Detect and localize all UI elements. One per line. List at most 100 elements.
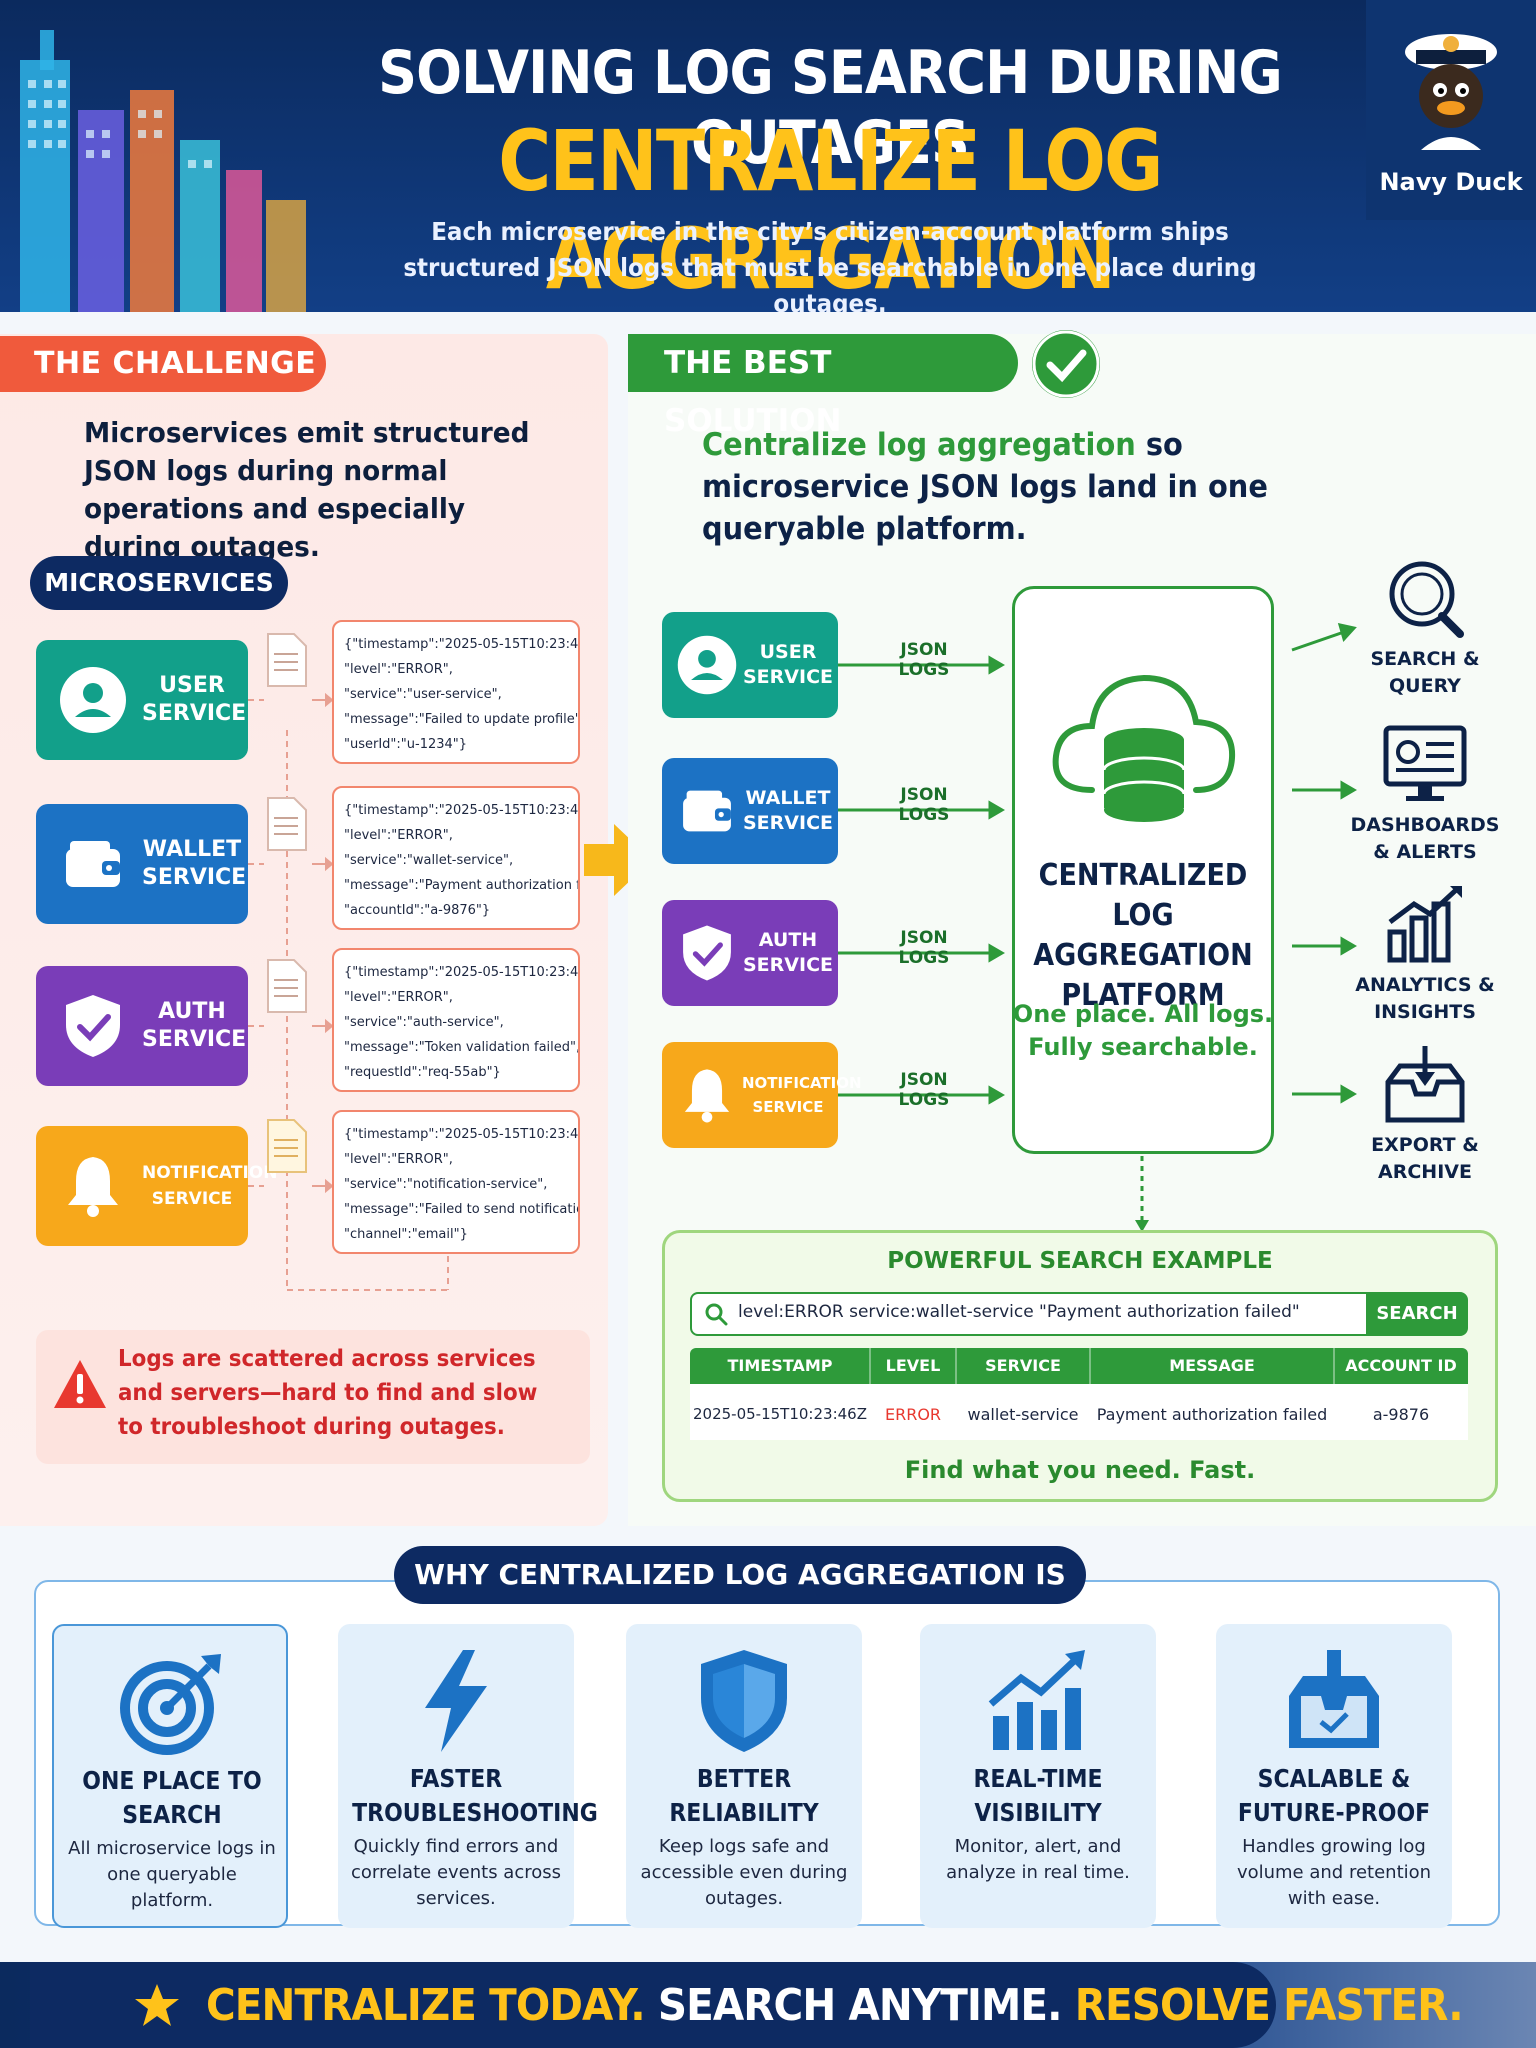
header-subtitle: Each microservice in the city’s citizen-…: [403, 217, 1257, 312]
title-line-1: SOLVING LOG SEARCH DURING OUTAGES: [378, 38, 1283, 178]
wallet-icon: [58, 829, 128, 899]
lightning-icon: [425, 1650, 487, 1752]
benefit-card-faster-troubleshooting: FASTER TROUBLESHOOTING Quickly find erro…: [338, 1624, 598, 1928]
footer-banner: [30, 1962, 1276, 2048]
benefit-card-better-reliability: BETTER RELIABILITY Keep logs safe and ac…: [626, 1624, 862, 1928]
document-icon: [267, 1119, 307, 1173]
search-example-footer: Find what you need. Fast.: [904, 1456, 1256, 1484]
header-banner: SOLVING LOG SEARCH DURING OUTAGES CENTRA…: [0, 0, 1536, 312]
benefit-title: FASTER TROUBLESHOOTING: [352, 1764, 598, 1827]
city-skyline-illustration: [20, 30, 306, 312]
column-header: TIMESTAMP: [727, 1356, 833, 1375]
column-header: SERVICE: [985, 1356, 1061, 1375]
platform-subtitle: One place. All logs. Fully searchable.: [1012, 1000, 1274, 1061]
benefit-title: SCALABLE & FUTURE-PROOF: [1237, 1764, 1431, 1827]
service-label: USER SERVICE: [142, 673, 247, 726]
analytics-icon: [1387, 886, 1462, 963]
challenge-panel: [0, 334, 608, 1526]
results-table-header: [690, 1348, 1468, 1384]
json-log-wallet: {"timestamp":"2025-05-15T10:23:46Z", "le…: [332, 786, 580, 930]
table-dividers: [869, 1348, 1335, 1384]
solution-auth-service: AUTH SERVICE: [662, 900, 838, 1006]
cloud-database-icon: [1052, 674, 1236, 822]
bell-icon: [676, 1064, 738, 1126]
benefit-description: Quickly find errors and correlate events…: [350, 1836, 562, 1909]
search-query-text: level:ERROR service:wallet-service "Paym…: [738, 1302, 1300, 1322]
benefit-description: Keep logs safe and accessible even durin…: [640, 1836, 848, 1909]
service-label: WALLET SERVICE: [743, 787, 833, 834]
star-icon: [135, 1984, 179, 2026]
warning-box: [36, 1330, 590, 1464]
title-line-2: CENTRALIZE LOG AGGREGATION: [498, 112, 1163, 308]
bell-icon: [58, 1151, 128, 1221]
output-label: SEARCH & QUERY: [1370, 648, 1480, 697]
json-logs-label: JSON LOGS: [898, 785, 950, 825]
cell-message: Payment authorization failed: [1096, 1405, 1328, 1424]
challenge-wallet-service: WALLET SERVICE: [36, 804, 248, 924]
json-log-notification: {"timestamp":"2025-05-15T10:23:46Z", "le…: [332, 1110, 580, 1254]
challenge-auth-service: AUTH SERVICE: [36, 966, 248, 1086]
service-label: AUTH SERVICE: [743, 929, 833, 976]
benefit-description: Handles growing log volume and retention…: [1236, 1836, 1432, 1909]
search-example-title: POWERFUL SEARCH EXAMPLE: [887, 1248, 1273, 1274]
search-input[interactable]: [690, 1292, 1368, 1336]
footer-part-1: CENTRALIZE TODAY.: [206, 1980, 646, 2031]
shield-check-icon: [58, 991, 128, 1061]
benefit-card-real-time-visibility: REAL-TIME VISIBILITY Monitor, alert, and…: [920, 1624, 1156, 1928]
footer-slogan: CENTRALIZE TODAY. SEARCH ANYTIME. RESOLV…: [206, 1980, 1464, 2031]
benefit-title: BETTER RELIABILITY: [669, 1764, 819, 1827]
microservices-label: MICROSERVICES: [30, 556, 288, 610]
platform-title: CENTRALIZED LOG AGGREGATION PLATFORM: [1033, 858, 1253, 1013]
brand-name: Navy Duck: [1379, 168, 1523, 196]
column-header: ACCOUNT ID: [1345, 1356, 1457, 1375]
challenge-user-service: USER SERVICE: [36, 640, 248, 760]
arrow-right-icon: [584, 824, 652, 896]
output-export-archive: EXPORT & ARCHIVE: [1340, 1042, 1510, 1186]
warning-icon: [54, 1360, 106, 1408]
export-archive-icon: [1385, 1046, 1465, 1123]
solution-text: Centralize log aggregation so microservi…: [702, 424, 1372, 550]
output-dashboards-alerts: DASHBOARDS & ALERTS: [1340, 722, 1510, 866]
benefit-description: All microservice logs in one queryable p…: [68, 1838, 276, 1911]
document-icon: [267, 633, 307, 687]
target-icon: [120, 1654, 221, 1755]
output-search-query: SEARCH & QUERY: [1340, 556, 1510, 700]
wallet-icon: [676, 780, 738, 842]
search-button[interactable]: SEARCH: [1366, 1292, 1468, 1336]
navy-duck-mascot-icon: [1405, 34, 1497, 150]
solution-text-highlight: Centralize log aggregation: [702, 427, 1136, 463]
benefit-description: Monitor, alert, and analyze in real time…: [946, 1836, 1130, 1883]
document-icon: [267, 959, 307, 1013]
cell-level: ERROR: [884, 1405, 942, 1424]
solution-wallet-service: WALLET SERVICE: [662, 758, 838, 864]
challenge-label: THE CHALLENGE: [0, 336, 326, 392]
inbox-download-icon: [1289, 1650, 1379, 1748]
json-logs-label: JSON LOGS: [898, 1070, 950, 1110]
output-analytics-insights: ANALYTICS & INSIGHTS: [1340, 882, 1510, 1026]
chart-up-icon: [988, 1650, 1085, 1750]
service-label: USER SERVICE: [743, 641, 833, 688]
challenge-text: Microservices emit structured JSON logs …: [84, 416, 530, 563]
table-row[interactable]: [690, 1384, 1468, 1440]
output-label: DASHBOARDS & ALERTS: [1350, 814, 1500, 863]
benefit-title: ONE PLACE TO SEARCH: [82, 1766, 262, 1829]
solution-user-service: USER SERVICE: [662, 612, 838, 718]
json-log-user: {"timestamp":"2025-05-15T10:23:45Z", "le…: [332, 620, 580, 764]
shield-check-icon: [676, 922, 738, 984]
challenge-notification-service: NOTIFICATION SERVICE: [36, 1126, 277, 1246]
service-label: WALLET SERVICE: [142, 837, 247, 890]
json-logs-label: JSON LOGS: [898, 640, 950, 680]
json-log-auth: {"timestamp":"2025-05-15T10:23:46Z", "le…: [332, 948, 580, 1092]
column-header: LEVEL: [885, 1356, 941, 1375]
benefit-card-scalable: SCALABLE & FUTURE-PROOF Handles growing …: [1216, 1624, 1452, 1928]
solution-connectors: [838, 623, 1357, 1232]
solution-label: THE BEST SOLUTION: [628, 334, 1018, 439]
search-icon: [705, 1303, 728, 1326]
user-icon: [58, 665, 128, 735]
output-label: ANALYTICS & INSIGHTS: [1355, 974, 1495, 1023]
json-logs-label: JSON LOGS: [898, 928, 950, 968]
warning-text: Logs are scattered across services and s…: [118, 1346, 538, 1440]
shield-icon: [701, 1650, 787, 1752]
benefit-title: REAL-TIME VISIBILITY: [973, 1764, 1103, 1827]
dashboard-icon: [1383, 725, 1467, 801]
